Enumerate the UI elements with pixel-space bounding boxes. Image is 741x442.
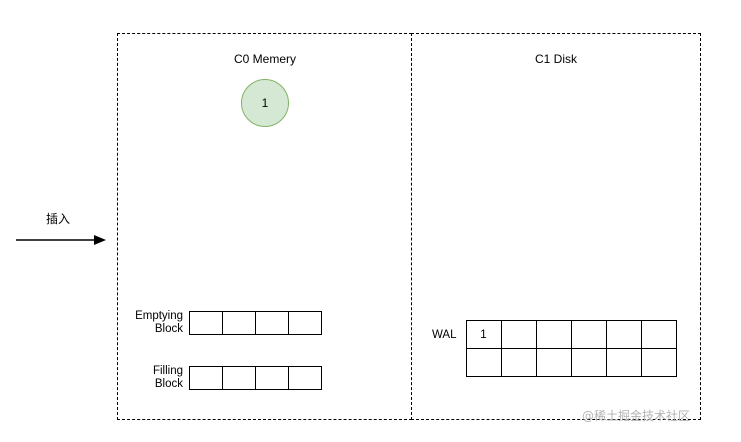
filling-block-label-line2: Block — [154, 378, 183, 390]
wal-label: WAL — [432, 329, 457, 341]
filling-block-cell — [189, 366, 223, 390]
filling-block-row: Filling Block — [121, 365, 322, 391]
wal-cell: 1 — [465, 320, 502, 349]
wal-cell — [535, 348, 572, 377]
filling-block-label: Filling Block — [121, 365, 183, 391]
memory-node-value: 1 — [261, 96, 269, 110]
memory-node-circle: 1 — [241, 79, 289, 127]
emptying-block-label: Emptying Block — [121, 310, 183, 336]
insert-arrow-group: 插入 — [14, 212, 114, 256]
panel-c1-title: C1 Disk — [534, 52, 577, 66]
wal-cell — [500, 348, 537, 377]
wal-cell — [640, 348, 677, 377]
wal-row: 1 — [465, 320, 677, 349]
insert-label: 插入 — [45, 212, 70, 226]
wal-cell — [535, 320, 572, 349]
emptying-block-row: Emptying Block — [121, 310, 322, 336]
wal-cell — [465, 348, 502, 377]
emptying-block-grid-body — [189, 311, 322, 335]
wal-cell — [605, 348, 642, 377]
panel-c0-title: C0 Memery — [233, 52, 296, 66]
emptying-block-cell — [222, 311, 256, 335]
emptying-block-label-line2: Block — [154, 323, 183, 335]
filling-block-grid — [189, 366, 322, 390]
arrow-right-icon — [16, 235, 106, 245]
wal-row — [465, 348, 677, 377]
wal-row: WAL 1 — [432, 320, 677, 377]
wal-grid-body: 1 — [465, 320, 677, 377]
filling-block-row — [189, 366, 322, 390]
emptying-block-cell — [255, 311, 289, 335]
wal-cell — [570, 320, 607, 349]
filling-block-label-line1: Filling — [152, 365, 183, 377]
filling-block-cell — [288, 366, 322, 390]
panel-c1-disk: C1 Disk — [411, 33, 701, 420]
panel-c0-memory: C0 Memery — [117, 33, 412, 420]
emptying-block-grid — [189, 311, 322, 335]
wal-cell — [640, 320, 677, 349]
wal-grid: 1 — [465, 320, 677, 377]
watermark: @稀土掘金技术社区 — [582, 409, 691, 423]
filling-block-cell — [255, 366, 289, 390]
wal-cell — [605, 320, 642, 349]
emptying-block-cell — [288, 311, 322, 335]
filling-block-cell — [222, 366, 256, 390]
emptying-block-row — [189, 311, 322, 335]
emptying-block-label-line1: Emptying — [135, 310, 183, 322]
filling-block-grid-body — [189, 366, 322, 390]
wal-cell — [500, 320, 537, 349]
emptying-block-cell — [189, 311, 223, 335]
wal-cell — [570, 348, 607, 377]
